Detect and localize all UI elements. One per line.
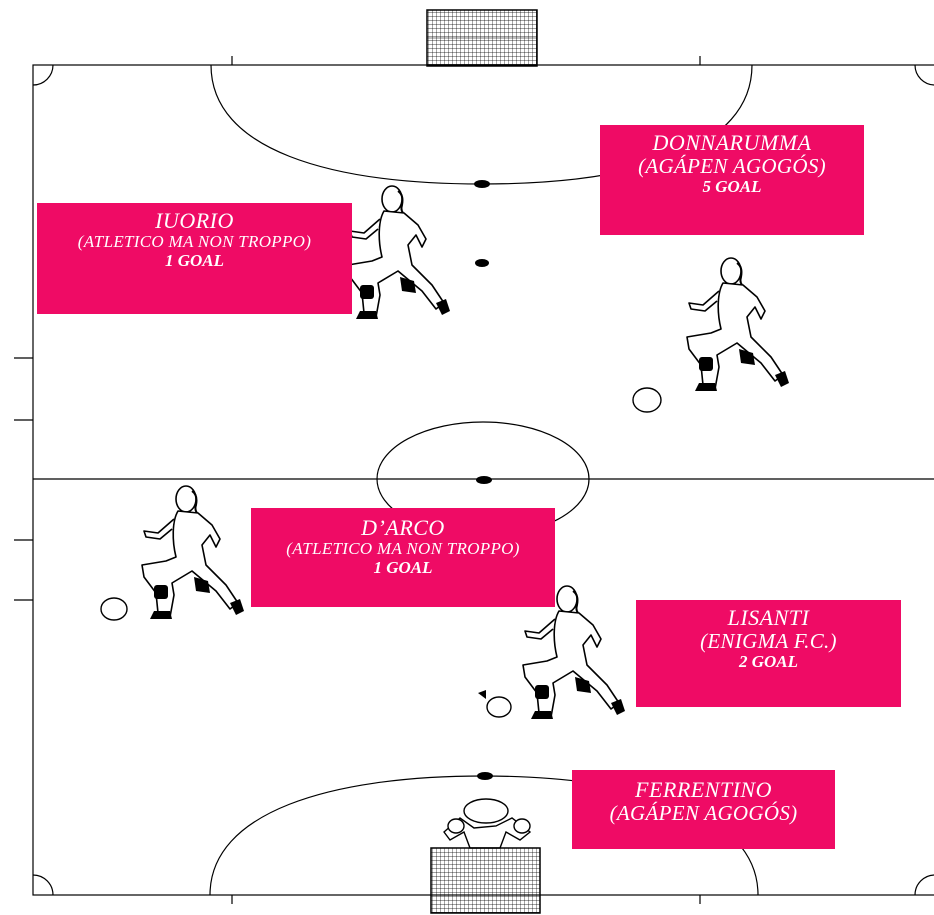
player-goals: 1 GOAL <box>164 251 225 271</box>
player-team: (ENIGMA F.C.) <box>700 628 837 653</box>
player-label-ferrentino: FERRENTINO (AGÁPEN AGOGÓS) <box>572 770 835 849</box>
player-name: IUORIO <box>155 208 234 233</box>
player-name: LISANTI <box>727 605 810 630</box>
player-name: D’ARCO <box>361 515 445 540</box>
player-goals: 5 GOAL <box>702 177 762 197</box>
player-goals: 1 GOAL <box>373 558 433 578</box>
player-silhouette-icon <box>141 485 245 620</box>
player-label-darco: D’ARCO (ATLETICO MA NON TROPPO) 1 GOAL <box>251 508 555 607</box>
player-team: (ATLETICO MA NON TROPPO) <box>77 231 312 251</box>
player-silhouette-icon <box>686 257 790 392</box>
player-team: (AGÁPEN AGOGÓS) <box>609 800 798 825</box>
ball-icon <box>100 387 662 718</box>
goalkeeper-icon <box>443 798 532 849</box>
penalty-spots <box>474 180 493 780</box>
player-name: FERRENTINO <box>635 777 772 802</box>
ball-icon <box>478 690 486 699</box>
bottom-goal-net-icon <box>430 847 541 914</box>
player-team: (AGÁPEN AGOGÓS) <box>638 153 826 178</box>
player-label-iuorio: IUORIO (ATLETICO MA NON TROPPO) 1 GOAL <box>37 203 352 314</box>
player-team: (ATLETICO MA NON TROPPO) <box>286 538 520 558</box>
player-name: DONNARUMMA <box>652 130 812 155</box>
player-label-lisanti: LISANTI (ENIGMA F.C.) 2 GOAL <box>636 600 901 707</box>
player-goals: 2 GOAL <box>738 652 799 672</box>
player-label-donnarumma: DONNARUMMA (AGÁPEN AGOGÓS) 5 GOAL <box>600 125 864 235</box>
top-goal-net-icon <box>426 9 538 67</box>
player-silhouette-icon <box>347 185 451 320</box>
